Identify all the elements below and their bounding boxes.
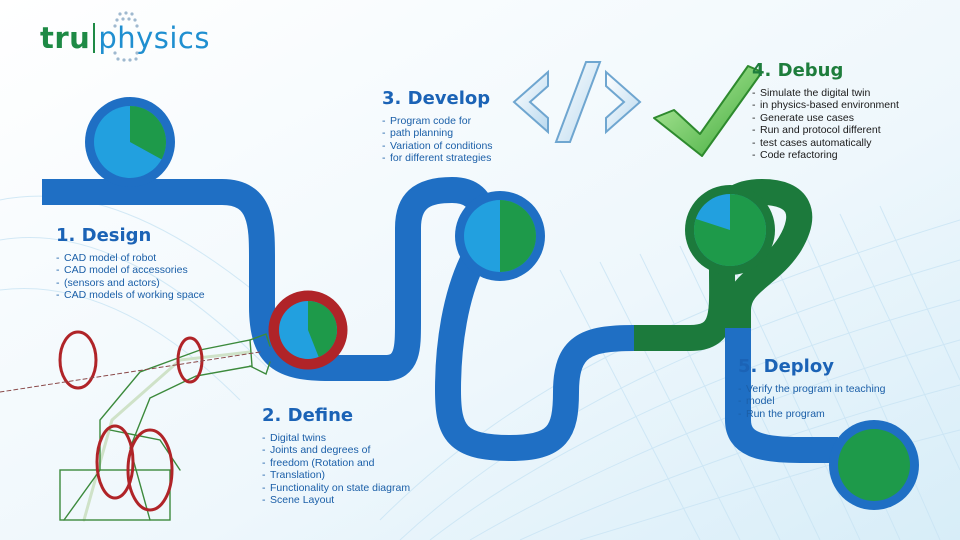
progress-circle — [685, 185, 775, 275]
list-item: path planning — [382, 127, 542, 140]
list-item: for different strategies — [382, 152, 542, 165]
step-title: 5. Deploy — [738, 356, 834, 377]
list-item: Joints and degrees of — [262, 444, 462, 457]
list-item: Generate use cases — [752, 112, 942, 125]
robot-arm-illustration — [0, 330, 271, 522]
pie-slice-green — [838, 429, 910, 501]
step-deploy: 5. Deploy Verify the program in teaching… — [738, 356, 928, 421]
process-path-deploy — [725, 328, 838, 463]
list-item: CAD model of accessories — [56, 264, 246, 277]
step-list: CAD model of robot CAD model of accessor… — [56, 252, 246, 302]
step-list: Program code for path planning Variation… — [382, 115, 542, 165]
progress-circle — [268, 290, 348, 370]
pie-slice-green — [500, 200, 536, 272]
list-item: Simulate the digital twin — [752, 87, 942, 100]
checkmark-icon — [653, 65, 763, 157]
list-item: Run and protocol different — [752, 124, 942, 137]
step-debug: 4. Debug Simulate the digital twin in ph… — [752, 60, 942, 162]
list-item: (sensors and actors) — [56, 277, 246, 290]
step-define: 2. Define Digital twins Joints and degre… — [262, 405, 462, 507]
list-item: Verify the program in teaching — [738, 383, 928, 396]
step-title: 4. Debug — [752, 60, 844, 81]
logo-divider — [93, 23, 96, 53]
list-item: Variation of conditions — [382, 140, 542, 153]
list-item: CAD models of working space — [56, 289, 246, 302]
list-item: Program code for — [382, 115, 542, 128]
step-title: 3. Develop — [382, 88, 491, 109]
list-item: Run the program — [738, 408, 928, 421]
progress-circle — [829, 420, 919, 510]
list-item: freedom (Rotation and — [262, 457, 462, 470]
step-list: Simulate the digital twin in physics-bas… — [752, 87, 942, 162]
process-path-green — [634, 179, 813, 351]
progress-circle — [85, 97, 175, 187]
list-item: Code refactoring — [752, 149, 942, 162]
step-title: 1. Design — [56, 225, 152, 246]
list-item: test cases automatically — [752, 137, 942, 150]
step-list: Verify the program in teaching model Run… — [738, 383, 928, 421]
step-title: 2. Define — [262, 405, 354, 426]
pie-slice-green — [308, 301, 337, 357]
logo-text-left: tru — [40, 21, 91, 55]
pie-slice-green — [694, 194, 766, 266]
step-develop: 3. Develop Program code for path plannin… — [382, 88, 542, 165]
step-list: Digital twins Joints and degrees of free… — [262, 432, 462, 507]
list-item: Translation) — [262, 469, 462, 482]
pie-slice-green — [130, 106, 167, 160]
step-design: 1. Design CAD model of robot CAD model o… — [56, 225, 246, 302]
circle-outline — [268, 290, 348, 370]
progress-circle — [455, 191, 545, 281]
dots-globe-icon — [113, 11, 139, 62]
list-item: Digital twins — [262, 432, 462, 445]
list-item: Scene Layout — [262, 494, 462, 507]
list-item: model — [738, 395, 928, 408]
list-item: CAD model of robot — [56, 252, 246, 265]
brand-logo[interactable]: tru physics — [40, 18, 210, 58]
list-item: in physics-based environment — [752, 99, 942, 112]
list-item: Functionality on state diagram — [262, 482, 462, 495]
logo-text-right: physics — [98, 21, 210, 55]
